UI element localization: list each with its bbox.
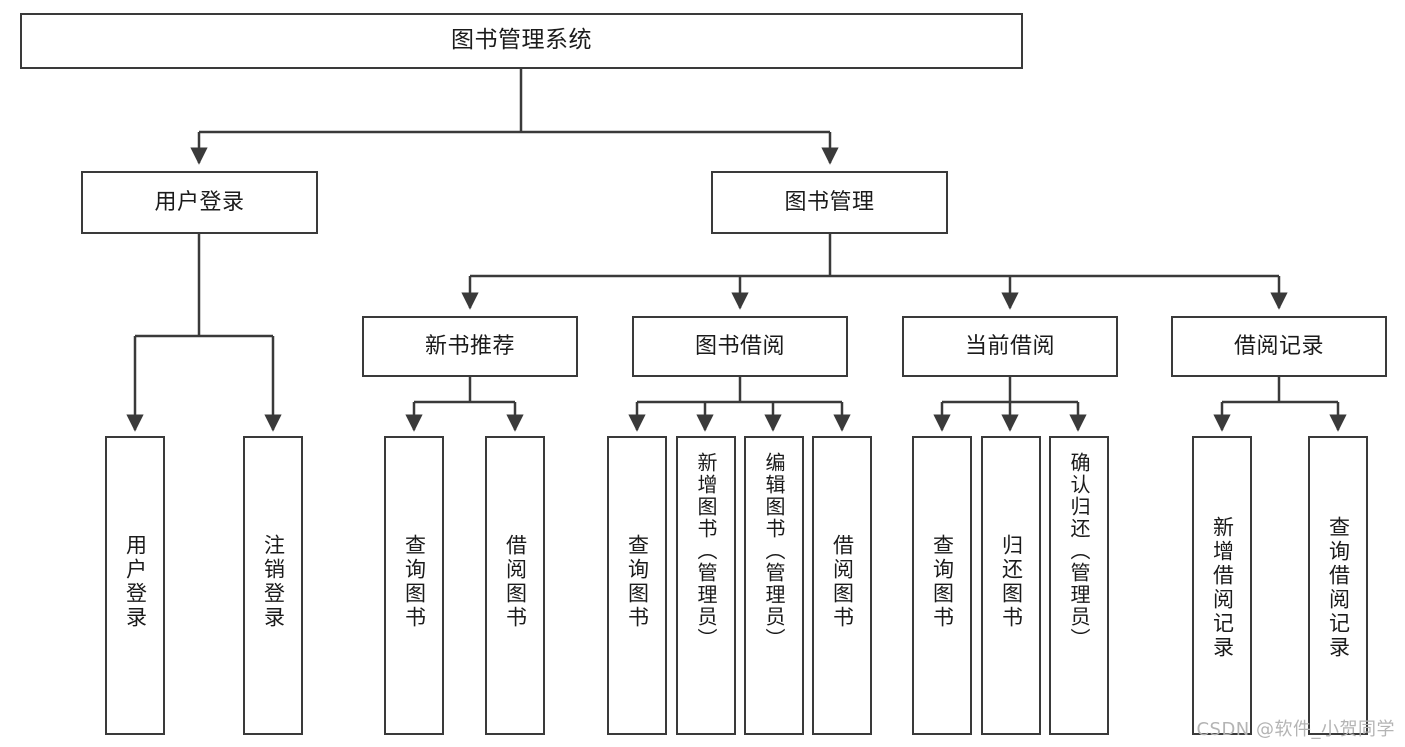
node-book-manage[interactable]: 图书管理 — [711, 171, 948, 234]
node-borrow-record-label: 借阅记录 — [1233, 333, 1324, 359]
node-leaf-borrow-book-2-label: 借阅图书 — [830, 534, 855, 630]
node-current-borrow[interactable]: 当前借阅 — [902, 316, 1118, 377]
node-user-login[interactable]: 用户登录 — [81, 171, 318, 234]
node-leaf-user-login[interactable]: 用户登录 — [105, 436, 165, 735]
node-root-label: 图书管理系统 — [451, 27, 592, 54]
node-book-borrow-label: 图书借阅 — [694, 333, 785, 359]
node-leaf-return-book-label: 归还图书 — [999, 534, 1024, 630]
node-leaf-return-book[interactable]: 归还图书 — [981, 436, 1041, 735]
node-leaf-add-record-label: 新增借阅记录 — [1210, 516, 1235, 660]
node-leaf-confirm-return-label: 确认归还（管理员） — [1067, 452, 1091, 650]
node-leaf-logout-login[interactable]: 注销登录 — [243, 436, 303, 735]
node-leaf-query-book-1-label: 查询图书 — [402, 534, 427, 630]
node-user-login-label: 用户登录 — [154, 189, 245, 215]
node-new-book-recommend-label: 新书推荐 — [424, 333, 515, 359]
node-leaf-query-book-3[interactable]: 查询图书 — [912, 436, 972, 735]
node-leaf-add-book[interactable]: 新增图书（管理员） — [676, 436, 736, 735]
node-leaf-query-book-2[interactable]: 查询图书 — [607, 436, 667, 735]
node-leaf-query-record[interactable]: 查询借阅记录 — [1308, 436, 1368, 735]
node-leaf-logout-login-label: 注销登录 — [261, 534, 286, 630]
node-leaf-borrow-book-1[interactable]: 借阅图书 — [485, 436, 545, 735]
node-leaf-query-book-1[interactable]: 查询图书 — [384, 436, 444, 735]
node-leaf-user-login-label: 用户登录 — [123, 534, 148, 630]
node-book-borrow[interactable]: 图书借阅 — [632, 316, 848, 377]
watermark-text: CSDN @软件_小贺同学 — [1196, 719, 1395, 740]
node-leaf-query-book-2-label: 查询图书 — [625, 534, 650, 630]
node-leaf-add-record[interactable]: 新增借阅记录 — [1192, 436, 1252, 735]
node-book-manage-label: 图书管理 — [784, 189, 875, 215]
node-leaf-edit-book-label: 编辑图书（管理员） — [762, 452, 786, 650]
node-leaf-edit-book[interactable]: 编辑图书（管理员） — [744, 436, 804, 735]
node-current-borrow-label: 当前借阅 — [964, 333, 1055, 359]
node-leaf-confirm-return[interactable]: 确认归还（管理员） — [1049, 436, 1109, 735]
node-leaf-query-book-3-label: 查询图书 — [930, 534, 955, 630]
node-leaf-borrow-book-2[interactable]: 借阅图书 — [812, 436, 872, 735]
node-borrow-record[interactable]: 借阅记录 — [1171, 316, 1387, 377]
node-root[interactable]: 图书管理系统 — [20, 13, 1023, 69]
node-new-book-recommend[interactable]: 新书推荐 — [362, 316, 578, 377]
node-leaf-query-record-label: 查询借阅记录 — [1326, 516, 1351, 660]
node-leaf-add-book-label: 新增图书（管理员） — [694, 452, 718, 650]
node-leaf-borrow-book-1-label: 借阅图书 — [503, 534, 528, 630]
